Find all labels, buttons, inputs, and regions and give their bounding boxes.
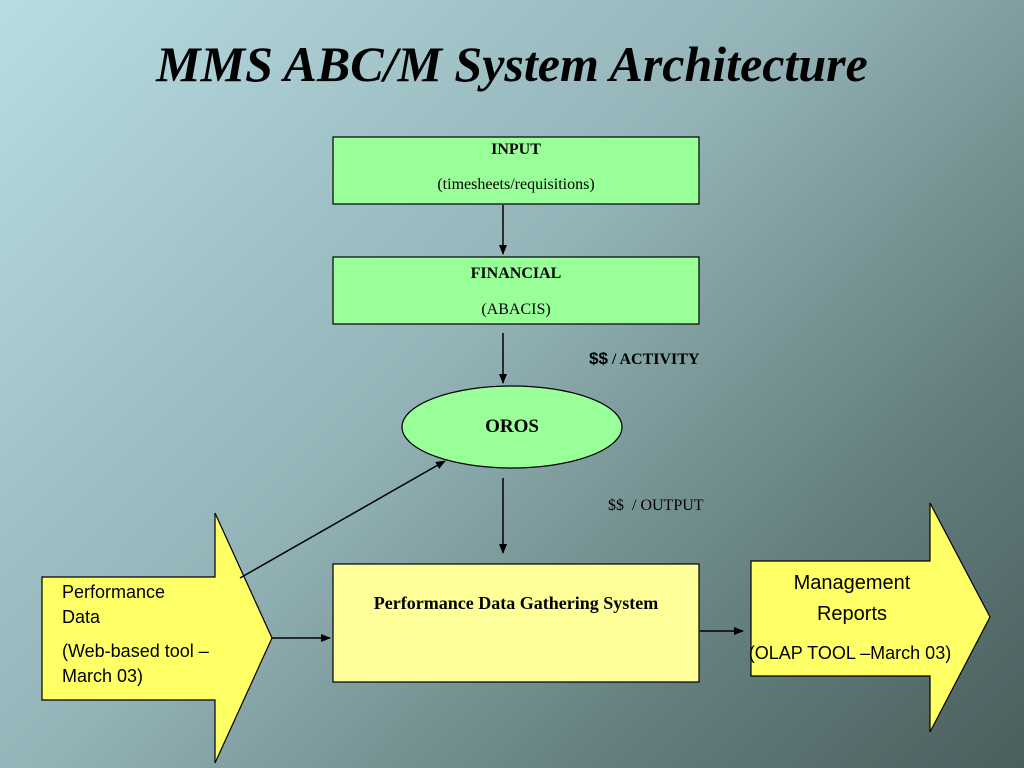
performance-data-subtitle: (Web-based tool – March 03) bbox=[62, 641, 209, 686]
input-subtitle: (timesheets/requisitions) bbox=[437, 176, 595, 193]
management-reports-node: Management Reports (OLAP TOOL –March 03) bbox=[720, 568, 990, 664]
oros-title: OROS bbox=[485, 416, 539, 437]
performance-data-arrow-shape bbox=[41, 512, 273, 764]
financial-title: FINANCIAL bbox=[470, 265, 562, 282]
management-reports-subtitle: (OLAP TOOL –March 03) bbox=[748, 643, 952, 663]
financial-node: FINANCIAL (ABACIS) bbox=[333, 264, 699, 320]
performance-data-title: Performance Data bbox=[62, 582, 166, 627]
pdgs-node: Performance Data Gathering System bbox=[350, 590, 682, 617]
page-title: MMS ABC/M System Architecture bbox=[156, 36, 868, 92]
output-text: / OUTPUT bbox=[632, 497, 704, 514]
input-node: INPUT (timesheets/requisitions) bbox=[333, 140, 699, 195]
input-title: INPUT bbox=[491, 141, 541, 158]
performance-data-node: Performance Data (Web-based tool – March… bbox=[62, 580, 234, 689]
activity-money: $$ bbox=[589, 349, 608, 368]
oros-node: OROS bbox=[402, 416, 622, 438]
output-label: $$ / OUTPUT bbox=[600, 479, 704, 515]
financial-subtitle: (ABACIS) bbox=[481, 301, 551, 318]
management-reports-title: Management Reports bbox=[793, 572, 911, 625]
oros-ellipse bbox=[401, 385, 623, 469]
output-money: $$ bbox=[608, 497, 624, 514]
pdgs-title: Performance Data Gathering System bbox=[373, 593, 659, 613]
activity-text: / ACTIVITY bbox=[611, 351, 700, 368]
pdgs-box bbox=[332, 563, 700, 683]
input-box bbox=[332, 136, 700, 205]
activity-label: $$ / ACTIVITY bbox=[589, 349, 700, 369]
management-reports-arrow-shape bbox=[750, 502, 991, 733]
performance-to-oros-arrow bbox=[239, 460, 446, 579]
financial-box bbox=[332, 256, 700, 325]
